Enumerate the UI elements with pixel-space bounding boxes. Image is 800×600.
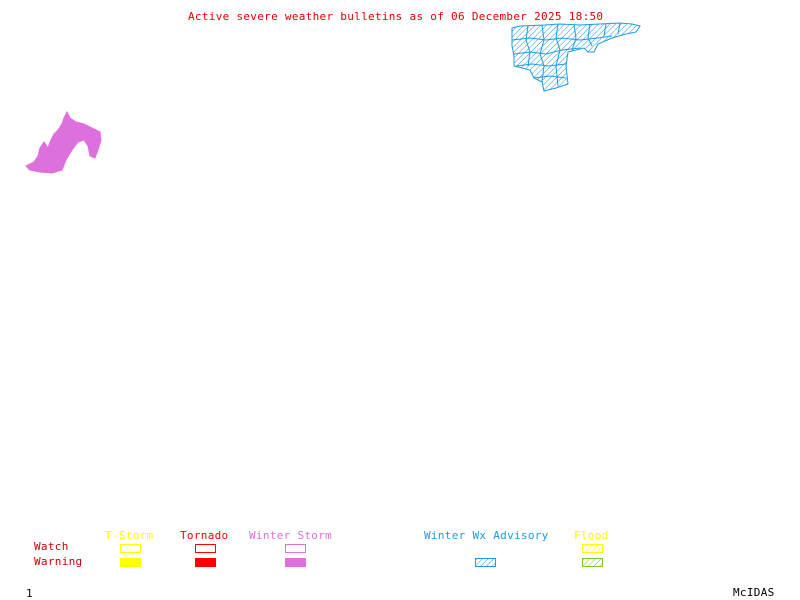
flood-warning-swatch [582, 558, 603, 567]
tstorm-watch-swatch [120, 544, 141, 553]
tornado-warning-swatch [195, 558, 216, 567]
legend-row-label-warning: Warning [34, 555, 83, 568]
winter-storm-warning-area [25, 110, 102, 174]
map-title: Active severe weather bulletins as of 06… [188, 10, 604, 23]
flood-watch-swatch [582, 544, 603, 553]
legend-label-tstorm: T-Storm [105, 529, 154, 542]
software-label: McIDAS [733, 586, 775, 599]
tstorm-warning-swatch [120, 558, 141, 567]
winter-wx-advisory-swatch [475, 558, 496, 567]
legend-label-flood: Flood [574, 529, 609, 542]
winter-storm-watch-swatch [285, 544, 306, 553]
winter-storm-warning-swatch [285, 558, 306, 567]
legend-row-label-watch: Watch [34, 540, 69, 553]
legend-label-tornado: Tornado [180, 529, 229, 542]
legend-label-winter-wx-advisory: Winter Wx Advisory [424, 529, 549, 542]
winter-wx-advisory-area [511, 22, 641, 92]
frame-number: 1 [26, 587, 33, 600]
legend-swatches [120, 544, 603, 567]
legend-label-winter-storm: Winter Storm [249, 529, 333, 542]
tornado-watch-swatch [195, 544, 216, 553]
